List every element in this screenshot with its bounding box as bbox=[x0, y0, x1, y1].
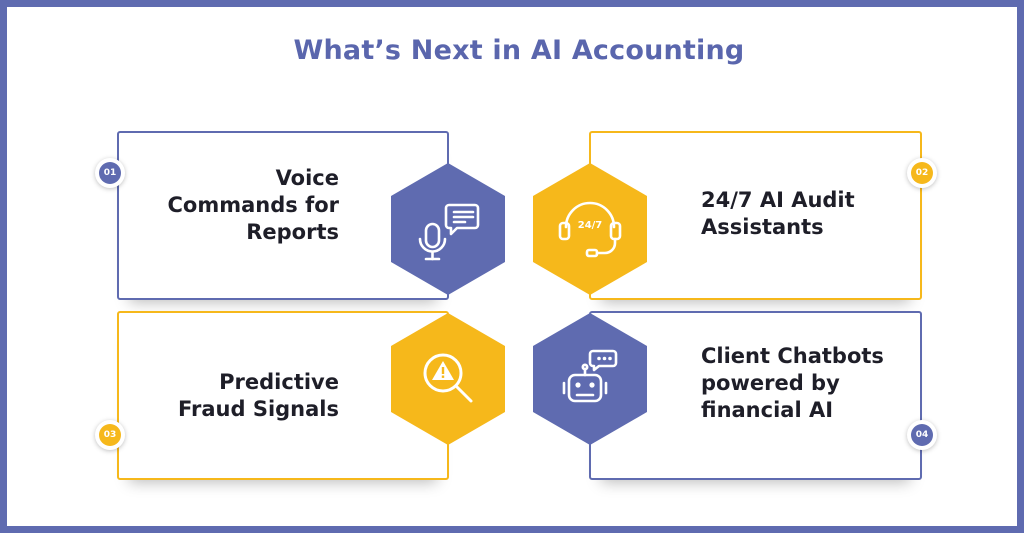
headset-24-7-icon bbox=[558, 201, 622, 258]
item-02-number: 02 bbox=[911, 162, 933, 184]
item-04-line-2: powered by bbox=[701, 371, 840, 395]
headset-24-7-label: 24/7 bbox=[577, 220, 603, 231]
item-04-number-badge: 04 bbox=[907, 420, 937, 450]
magnifier-warning-icon bbox=[423, 353, 473, 403]
chatbot-robot-icon bbox=[562, 349, 618, 403]
item-01-line-3: Reports bbox=[246, 220, 339, 244]
item-01-number-badge: 01 bbox=[95, 158, 125, 188]
item-03-line-2: Fraud Signals bbox=[178, 397, 339, 421]
microphone-message-icon bbox=[418, 203, 480, 261]
hexagon-03 bbox=[389, 311, 507, 447]
item-03-text: Predictive Fraud Signals bbox=[178, 369, 339, 423]
item-03-line-1: Predictive bbox=[219, 370, 339, 394]
hexagon-02: 24/7 bbox=[531, 161, 649, 297]
item-03-number-badge: 03 bbox=[95, 420, 125, 450]
item-01-line-2: Commands for bbox=[167, 193, 340, 217]
item-04-line-1: Client Chatbots bbox=[701, 344, 884, 368]
item-02-line-2: Assistants bbox=[701, 215, 824, 239]
item-04-number: 04 bbox=[911, 424, 933, 446]
item-01-line-1: Voice bbox=[275, 166, 339, 190]
item-04-text: Client Chatbots powered by financial AI bbox=[701, 343, 884, 424]
item-04-line-3: financial AI bbox=[701, 398, 834, 422]
hexagon-04 bbox=[531, 311, 649, 447]
item-02-text: 24/7 AI Audit Assistants bbox=[701, 187, 855, 241]
item-02-number-badge: 02 bbox=[907, 158, 937, 188]
item-02-line-1: 24/7 AI Audit bbox=[701, 188, 855, 212]
item-01-text: Voice Commands for Reports bbox=[168, 165, 340, 246]
item-03-number: 03 bbox=[99, 424, 121, 446]
page-title: What’s Next in AI Accounting bbox=[293, 35, 745, 66]
hexagon-01 bbox=[389, 161, 507, 297]
item-01-number: 01 bbox=[99, 162, 121, 184]
